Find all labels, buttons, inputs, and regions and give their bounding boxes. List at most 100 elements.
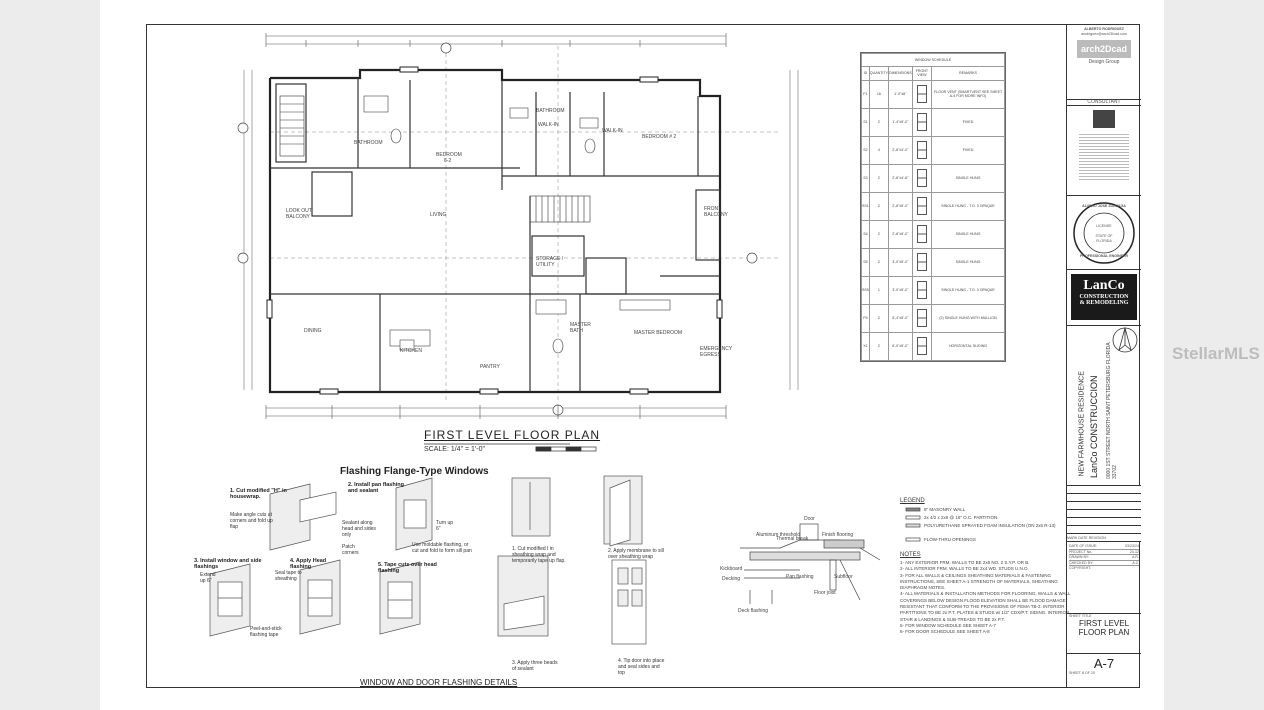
arch2dcad-logo: arch2Dcad [1077, 40, 1131, 59]
window-elevation-icon [916, 197, 927, 216]
company-logo: LanCo CONSTRUCTION & REMODELING [1071, 274, 1137, 320]
flashing-note: Use moldable flashing, or cut and fold t… [412, 542, 472, 554]
consultant-logo [1093, 109, 1115, 128]
legend-item: 2x 4/2 x 2x6 @ 16" O.C. PARTITION [924, 515, 998, 520]
window-elevation-icon [916, 141, 927, 160]
window-elevation-icon [916, 169, 927, 188]
ws-col-dim: DIMENSIONS [887, 66, 913, 81]
flashing-step-1: 1. Cut modified "H" in housewrap. [230, 488, 287, 500]
flashing-note: Make angle cuts at corners and fold up f… [230, 512, 273, 530]
seal-name: ALVARO JOSE ZULUAGA [1082, 204, 1126, 208]
room-label-living: LIVING [430, 212, 447, 218]
issue-box: DATE OF ISSUE: 03/23/24 PROJECT No. 24-1… [1067, 542, 1141, 614]
revision-box: MARK DATE REVISION [1067, 486, 1141, 542]
flashing-note: Patch corners [342, 544, 359, 556]
sheet-title: FLOOR PLAN [1078, 627, 1130, 637]
threshold-label: Kickboard [720, 566, 743, 572]
sheet-of: SHEET 8 OF 20 [1069, 671, 1095, 675]
title-block: ALBERTO RODRIGUEZ arodriguez@arch2Dcad.c… [1066, 24, 1141, 688]
designer-name: ALBERTO RODRIGUEZ [1084, 27, 1124, 31]
window-elevation-icon [916, 113, 927, 132]
consultant-text-block [1079, 131, 1129, 180]
floor-plan-drawing [237, 33, 1138, 452]
notes-list: 1- ANY EXTERIOR FRM. WALLS TO BE 2x6 NO.… [900, 560, 1080, 636]
threshold-label: Subfloor [834, 574, 853, 580]
room-label-master-bedroom: MASTER BEDROOM [634, 330, 683, 336]
legend-item: 8" MASONRY WALL [924, 507, 966, 512]
legend-item: FLOW-THRU OPENINGS [924, 537, 976, 542]
rev-col-revision: REVISION [1088, 536, 1106, 541]
room-label-bedroom: BEDROOM [436, 152, 462, 158]
window-front-view [911, 191, 933, 221]
room-label-storage: STORAGE / UTILITY [536, 256, 564, 268]
room-label-pantry: PANTRY [480, 364, 500, 370]
door-flash-note: 2. Apply membrane to sill over sheathing… [608, 548, 664, 560]
room-label-kitchen: KITCHEN [400, 348, 422, 354]
flashing-step-4: 4. Apply Head flashing [290, 558, 327, 570]
room-label-bedroom-2: BEDROOM # 2 [642, 134, 677, 140]
window-schedule-cell: 5'-4"x5'-0" [887, 303, 913, 333]
rev-col-date: DATE [1078, 536, 1088, 541]
copyright: COPYRIGHT: [1069, 566, 1091, 571]
window-schedule: WINDOW SCHEDULE ID QUANTITY DIMENSIONS F… [860, 52, 1006, 362]
project-no: PROJECT No. 24-12 [1069, 549, 1139, 556]
window-elevation-icon [916, 225, 927, 244]
revision-headers: MARK DATE REVISION [1067, 536, 1141, 541]
flashing-step-2: 2. Install pan flashing and sealant [348, 482, 404, 494]
consultant-label: CONSULTANT [1067, 100, 1141, 106]
threshold-label: Thermal break [776, 536, 809, 542]
window-schedule-cell: 3'-0"x5'-0" [887, 275, 913, 305]
sheet-border [146, 24, 1140, 688]
window-schedule-cell: HORIZONTAL SLIDING [931, 331, 1005, 362]
details-title: WINDOW AND DOOR FLASHING DETAILS [360, 678, 518, 687]
note-item: 2- ALL INTERIOR FRM. WALLS TO BE 2x4 WD.… [900, 566, 1029, 572]
window-elevation-icon [916, 281, 927, 300]
project-box: NEW FARMHOUSE RESIDENCE LanCo CONSTRUCCI… [1067, 326, 1141, 486]
designer-box: ALBERTO RODRIGUEZ arodriguez@arch2Dcad.c… [1067, 24, 1141, 100]
project-name: NEW FARMHOUSE RESIDENCE [1078, 371, 1086, 477]
room-label-bedroom-sub: 6-2 [444, 158, 452, 164]
notes-title: NOTES [900, 552, 921, 558]
threshold-label: Pan flashing [786, 574, 814, 580]
ws-col-view: FRONT VIEW [911, 66, 933, 81]
room-label-lookout-balcony: LOOK OUT BALCONY [286, 208, 312, 220]
door-flash-note: 1. Cut modified I in sheathing wrap and … [512, 546, 566, 564]
note-item: 6- FOR DOOR SCHEDULE SEE SHEET A-8 [900, 629, 990, 635]
window-front-view [911, 135, 933, 165]
ws-col-remarks: REMARKS [931, 66, 1005, 81]
window-elevation-icon [916, 337, 927, 356]
note-item: 5- FOR WINDOW SCHEDULE SEE SHEET A-7 [900, 622, 996, 628]
legend-title: LEGEND [900, 498, 925, 504]
engineer-seal [1073, 202, 1135, 264]
threshold-label: Door [804, 516, 815, 522]
legend-item: POLYURETHANE SPRAYED FOAM INSULATION (ON… [924, 523, 1056, 528]
window-schedule-cell: 2 [868, 107, 889, 137]
flashing-step-3: 3. Install window and side flashings [194, 558, 262, 570]
room-label-dining: DINING [304, 328, 322, 334]
note-item: 4- ALL MATERIALS & INSTALLATION METHODS … [900, 591, 1071, 622]
plan-title: FIRST LEVEL FLOOR PLAN [424, 428, 601, 442]
project-client: LanCo CONSTRUCCION [1089, 375, 1099, 478]
window-front-view [911, 247, 933, 277]
note-item: 1- ANY EXTERIOR FRM. WALLS TO BE 2x6 NO.… [900, 560, 1030, 565]
room-label-walkin: WALK-IN [602, 128, 623, 134]
door-flash-note: 4. Tip door into place and seal sides an… [618, 658, 665, 676]
window-elevation-icon [916, 253, 927, 272]
sheet-title: FIRST LEVEL [1078, 618, 1130, 628]
drawing-sheet: BEDROOM 6-2 BATHROOM BATHROOM WALK-IN WA… [100, 0, 1164, 710]
window-schedule-cell: 2'-8"x5'-0" [887, 191, 913, 221]
drawn-by: DRAWN BY: A.R. [1069, 555, 1139, 561]
threshold-label: Floor joist [814, 590, 836, 596]
window-schedule-cell: 2 [868, 247, 889, 277]
flashing-note: Extend up 6" [200, 572, 216, 584]
window-schedule-cell: 2'-8"x4'-0" [887, 135, 913, 165]
company-name: LanCo [1083, 278, 1125, 293]
design-group: Design Group [1088, 59, 1120, 66]
